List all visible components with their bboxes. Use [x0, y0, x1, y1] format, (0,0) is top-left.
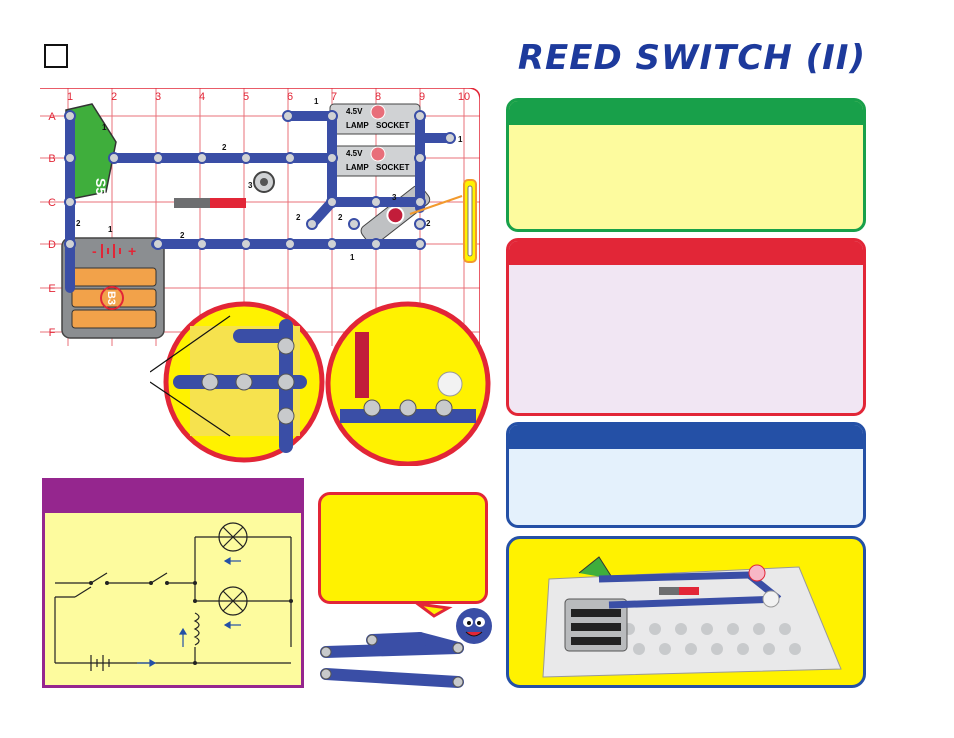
circuit-grid: 1 2 3 4 5 6 7 8 9 10 A B C D E F S5 B3 -… — [40, 87, 481, 346]
row-label: A — [48, 111, 56, 123]
row-label: B — [48, 153, 55, 165]
description-panel — [506, 238, 866, 416]
row-label: F — [49, 327, 56, 339]
schematic-header — [45, 481, 301, 513]
speech-bubble — [318, 492, 488, 604]
lamp-text: LAMP — [346, 121, 369, 130]
column-label: 3 — [155, 91, 161, 103]
lamp-bulb-icon — [370, 146, 386, 162]
battery-plus: + — [128, 243, 136, 259]
battery-label: B3 — [105, 291, 117, 305]
schematic-diagram — [54, 522, 293, 671]
battery-minus: - — [92, 243, 97, 259]
column-label: 6 — [287, 91, 293, 103]
magnet-gray — [174, 198, 210, 208]
row-label: E — [48, 283, 55, 295]
column-label: 2 — [111, 91, 117, 103]
lamp-voltage: 4.5V — [346, 107, 363, 116]
snap-number: 1 — [458, 135, 463, 144]
snap-number: 2 — [338, 213, 343, 222]
snap-number: 1 — [108, 225, 113, 234]
lamp-bulb-icon — [370, 104, 386, 120]
note-header — [509, 425, 863, 449]
mascot — [320, 601, 492, 688]
instructions-panel — [506, 98, 866, 232]
snap-number: 1 — [350, 253, 355, 262]
row-label: C — [48, 197, 56, 209]
magnet-red — [210, 198, 246, 208]
column-label: 8 — [375, 91, 381, 103]
closeup-photos — [150, 301, 491, 466]
lamp-text: LAMP — [346, 163, 369, 172]
assembled-photo — [542, 556, 842, 678]
column-label: 1 — [67, 91, 73, 103]
snap-number: 2 — [296, 213, 301, 222]
page-title: REED SWITCH (II) — [517, 38, 866, 78]
snap-number: 1 — [314, 97, 319, 106]
assembled-photo-panel — [506, 536, 866, 688]
snap-number: 1 — [102, 123, 107, 132]
schematic-panel — [42, 478, 304, 688]
circuit-diagram: 1 2 3 4 5 6 7 8 9 10 A B C D E F S5 B3 -… — [40, 87, 481, 346]
column-label: 7 — [331, 91, 337, 103]
column-label: 4 — [199, 91, 205, 103]
column-label: 10 — [458, 91, 470, 103]
description-header — [509, 241, 863, 265]
snap-number: 2 — [180, 231, 185, 240]
switch-label: S5 — [93, 178, 109, 195]
project-checkbox[interactable] — [44, 44, 68, 68]
note-panel — [506, 422, 866, 528]
closeup-magnet-photo — [325, 301, 491, 466]
mascot-face-icon — [456, 608, 492, 644]
snap-nodes — [64, 110, 456, 250]
column-label: 5 — [243, 91, 249, 103]
snap-number: 2 — [222, 143, 227, 152]
row-label: D — [48, 239, 56, 251]
lamp-voltage: 4.5V — [346, 149, 363, 158]
instructions-header — [509, 101, 863, 125]
snap-number: 3 — [392, 193, 397, 202]
snap-number: 3 — [248, 181, 253, 190]
column-label: 9 — [419, 91, 425, 103]
snap-number: 2 — [76, 219, 81, 228]
socket-text: SOCKET — [376, 121, 409, 130]
magnet-photo — [355, 332, 369, 398]
snap-number: 2 — [426, 219, 431, 228]
socket-text: SOCKET — [376, 163, 409, 172]
